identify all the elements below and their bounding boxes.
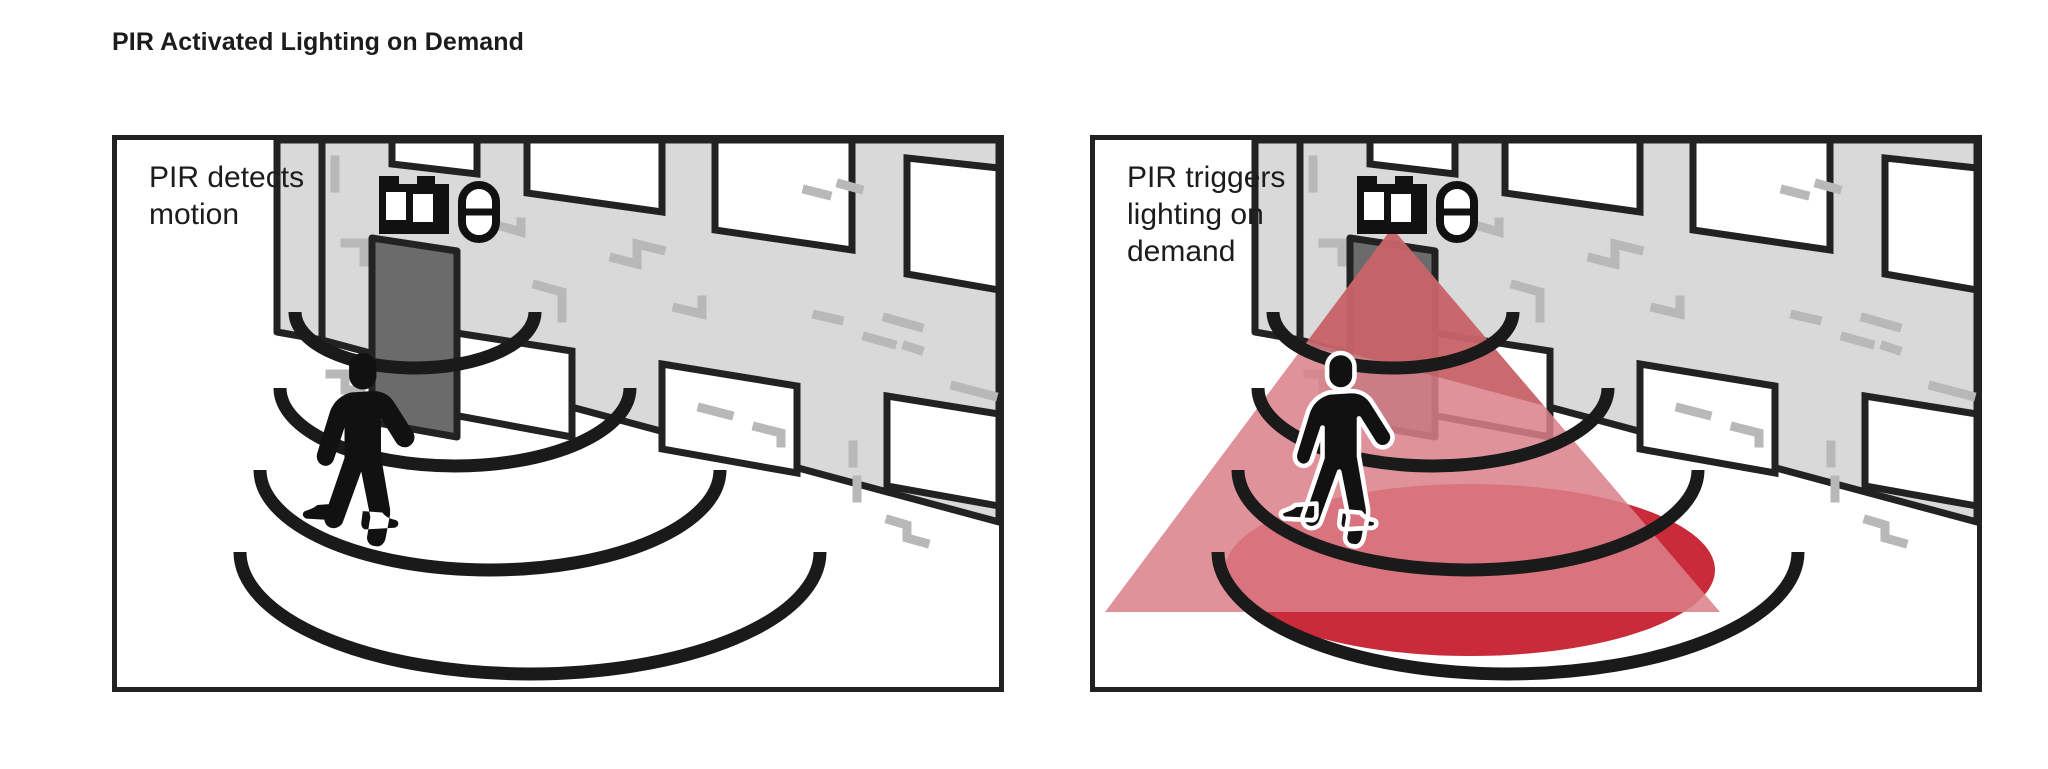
motion-wave-1 <box>288 311 542 375</box>
window <box>1881 154 1977 294</box>
panel-pir-triggers-lighting: PIR triggers lighting on demand <box>1090 135 1982 692</box>
motion-detection-waves <box>1211 311 1805 681</box>
scene-right <box>1095 140 1977 687</box>
window <box>1366 140 1459 178</box>
motion-wave-3 <box>253 469 727 577</box>
facade-texture-marks <box>325 155 999 549</box>
facade-texture-marks <box>1303 155 1977 549</box>
illustration-right <box>1105 140 1977 681</box>
floodlight-lens-right <box>413 194 433 222</box>
scene-left <box>117 140 999 687</box>
window <box>711 140 856 255</box>
floodlight-lens-right <box>1391 194 1411 222</box>
motion-wave-4 <box>233 551 827 681</box>
illustration-left <box>233 140 999 681</box>
window <box>1689 140 1834 255</box>
page-title: PIR Activated Lighting on Demand <box>112 28 525 56</box>
walking-person-silhouette <box>1278 350 1395 549</box>
window <box>883 391 999 510</box>
window <box>903 154 999 294</box>
window <box>523 140 666 217</box>
facade-windows-upper <box>388 140 999 294</box>
floodlight-lens-left <box>386 192 406 220</box>
window <box>388 140 481 178</box>
facade-return <box>273 140 326 344</box>
pir-sensor-icon <box>458 181 500 243</box>
floodlight-fixture-icon <box>379 176 449 234</box>
window <box>1861 391 1977 510</box>
motion-wave-2 <box>1251 387 1615 473</box>
facade-return <box>1251 140 1304 344</box>
floodlight-fixture-icon <box>1357 176 1427 234</box>
motion-wave-1 <box>1266 311 1520 375</box>
motion-wave-4 <box>1211 551 1805 681</box>
motion-wave-2 <box>273 387 637 473</box>
window <box>1501 140 1644 217</box>
walking-person-silhouette <box>302 353 415 547</box>
motion-wave-3 <box>1231 469 1705 577</box>
panel-pir-detects-motion: PIR detects motion <box>112 135 1004 692</box>
motion-detection-waves <box>233 311 827 681</box>
pir-sensor-icon <box>1436 181 1478 243</box>
facade-windows-upper <box>1366 140 1977 294</box>
floodlight-lens-left <box>1364 192 1384 220</box>
